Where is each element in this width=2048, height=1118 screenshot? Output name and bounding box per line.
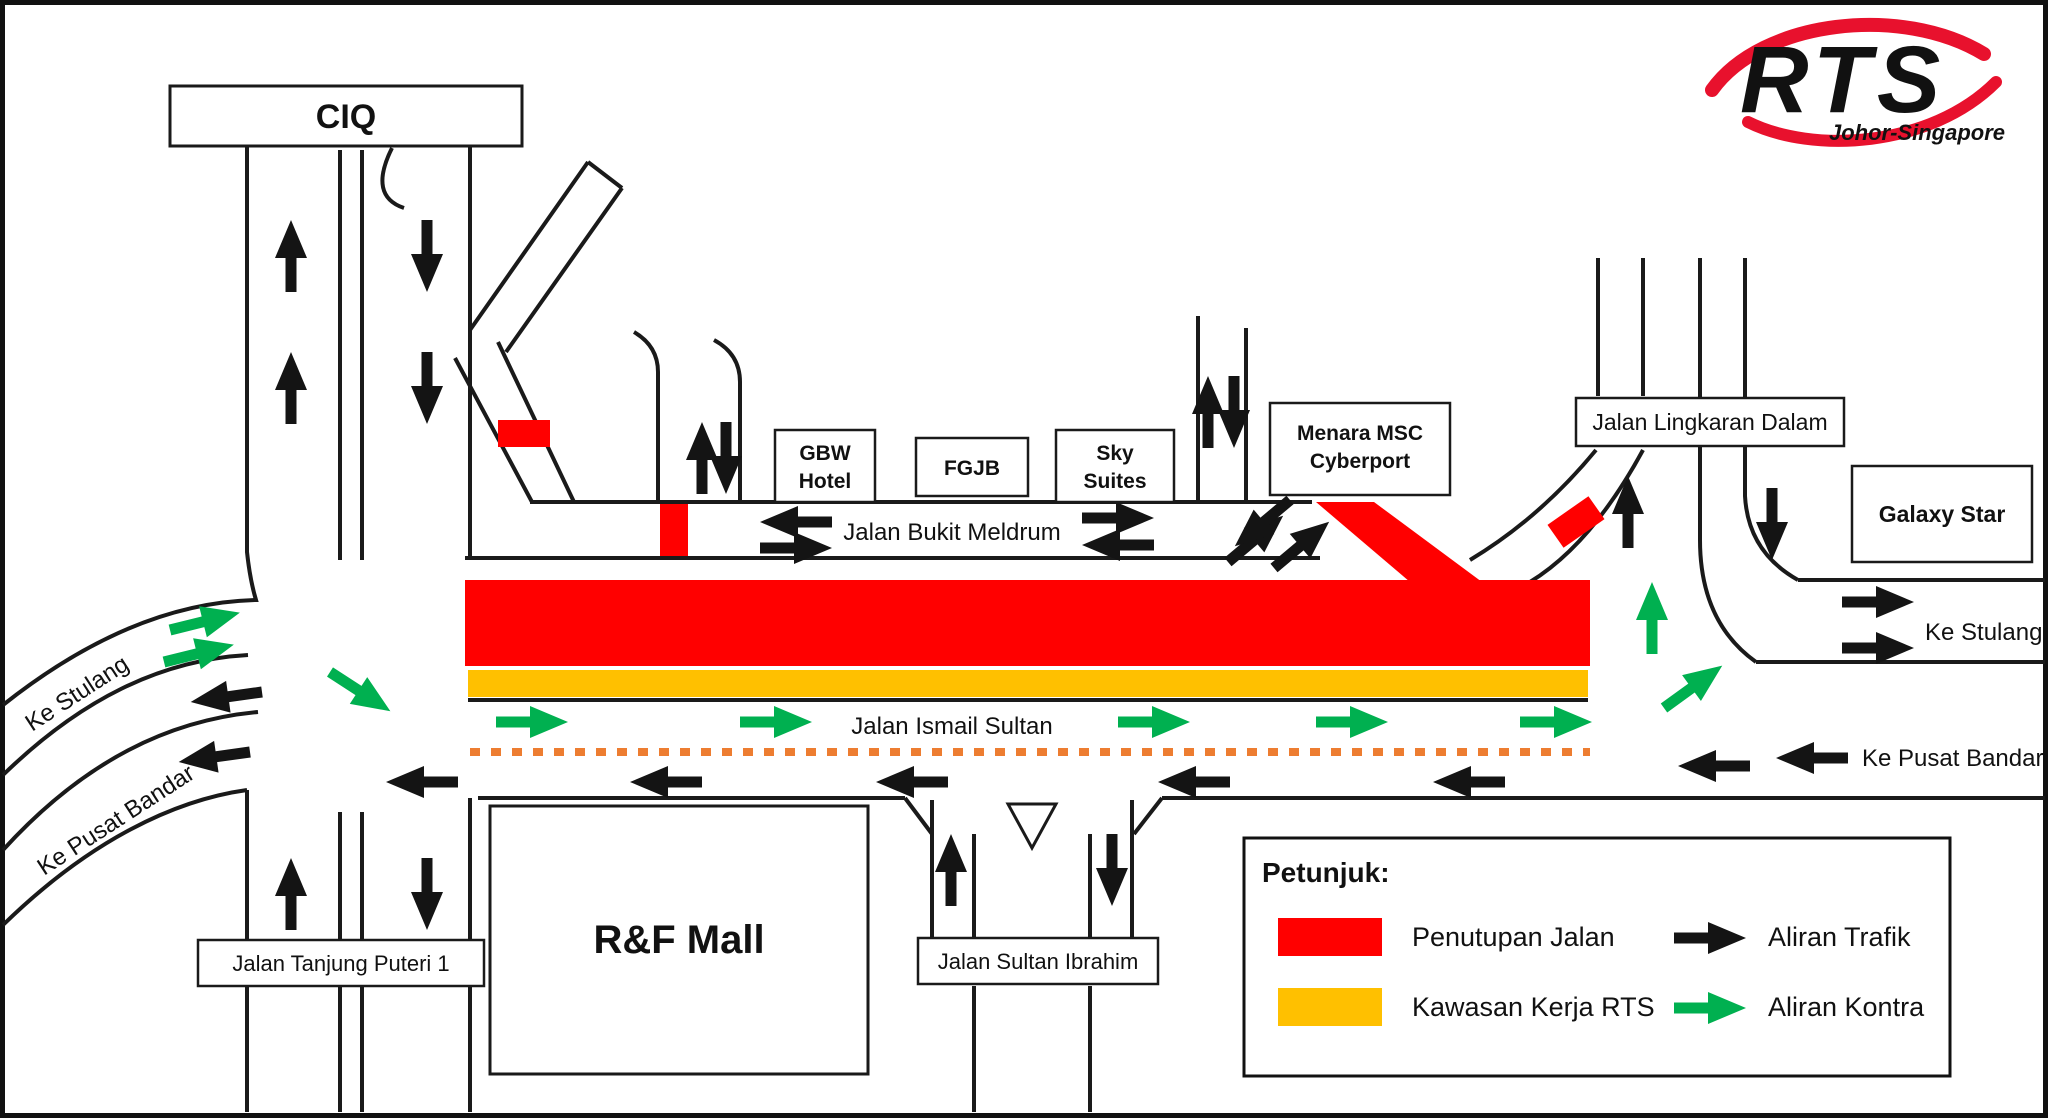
legend-label-closure: Penutupan Jalan	[1412, 922, 1615, 952]
rf-mall-box: R&F Mall	[488, 804, 870, 1076]
legend-label-work-area: Kawasan Kerja RTS	[1412, 992, 1655, 1022]
road-closures	[465, 420, 1605, 666]
bukit-meldrum-label: Jalan Bukit Meldrum	[843, 519, 1060, 546]
legend-box	[1242, 836, 1952, 1078]
lingkaran-dalam-label: Jalan Lingkaran Dalam	[1592, 409, 1827, 435]
gbw-hotel-label-2: Hotel	[799, 470, 852, 493]
closure-bar-main	[465, 580, 1590, 666]
galaxy-star-label: Galaxy Star	[1879, 501, 2006, 527]
gbw-hotel-box: GBW Hotel	[773, 428, 877, 504]
closure-wedge-cyberport	[1316, 502, 1482, 582]
legend-label-traffic: Aliran Trafik	[1768, 922, 1911, 952]
fgjb-label: FGJB	[944, 457, 1000, 480]
legend: Petunjuk: Penutupan Jalan Aliran Trafik …	[1242, 836, 1952, 1078]
sultan-ibrahim-rect	[916, 936, 1160, 986]
logo-text: RTS	[1740, 27, 1946, 133]
rf-mall-rect	[488, 804, 870, 1076]
rts-logo: RTS Johor-Singapore	[1705, 17, 2005, 147]
lingkaran-dalam-rect	[1574, 396, 1846, 448]
fgjb-box: FGJB	[914, 436, 1030, 498]
tanjung-puteri-box: Jalan Tanjung Puteri 1	[196, 938, 486, 988]
closure-block-west	[498, 420, 550, 447]
sky-suites-label-2: Suites	[1083, 470, 1146, 493]
rf-mall-label: R&F Mall	[593, 918, 764, 962]
logo-subtitle: Johor-Singapore	[1829, 120, 2005, 145]
ciq-box-rect	[168, 84, 524, 148]
legend-label-contra: Aliran Kontra	[1768, 992, 1925, 1022]
menara-msc-label-1: Menara MSC	[1297, 422, 1423, 445]
fgjb-rect	[914, 436, 1030, 498]
legend-title: Petunjuk:	[1262, 857, 1390, 888]
lingkaran-dalam-box: Jalan Lingkaran Dalam	[1574, 396, 1846, 448]
closure-block-meldrum	[660, 504, 688, 556]
tanjung-puteri-label: Jalan Tanjung Puteri 1	[232, 951, 449, 976]
ismail-sultan-label: Jalan Ismail Sultan	[851, 713, 1052, 740]
galaxy-star-box: Galaxy Star	[1850, 464, 2034, 564]
sultan-ibrahim-box: Jalan Sultan Ibrahim	[916, 936, 1160, 986]
menara-msc-rect	[1268, 401, 1452, 497]
legend-swatch-work-area	[1278, 988, 1382, 1026]
galaxy-star-rect	[1850, 464, 2034, 564]
sky-suites-rect	[1054, 428, 1176, 504]
sky-suites-box: Sky Suites	[1054, 428, 1176, 504]
legend-swatch-closure	[1278, 918, 1382, 956]
logo-swoosh-bottom-icon	[1742, 76, 2002, 147]
ke-pusat-bandar-right-label: Ke Pusat Bandar	[1862, 745, 2043, 772]
rts-work-area-bar	[468, 670, 1588, 697]
ciq-box: CIQ	[168, 84, 524, 148]
logo-swoosh-top-icon	[1705, 17, 1991, 97]
menara-msc-box: Menara MSC Cyberport	[1268, 401, 1452, 497]
ke-stulang-right-label: Ke Stulang	[1925, 619, 2042, 646]
closure-block-east	[1547, 496, 1605, 548]
tanjung-puteri-rect	[196, 938, 486, 988]
sky-suites-label-1: Sky	[1096, 442, 1134, 465]
road-lines-right	[1468, 258, 2045, 664]
ciq-label: CIQ	[316, 98, 376, 136]
traffic-island	[1005, 802, 1059, 852]
gbw-hotel-label-1: GBW	[799, 442, 851, 465]
menara-msc-label-2: Cyberport	[1310, 450, 1410, 473]
sultan-ibrahim-label: Jalan Sultan Ibrahim	[938, 949, 1139, 974]
gbw-hotel-rect	[773, 428, 877, 504]
